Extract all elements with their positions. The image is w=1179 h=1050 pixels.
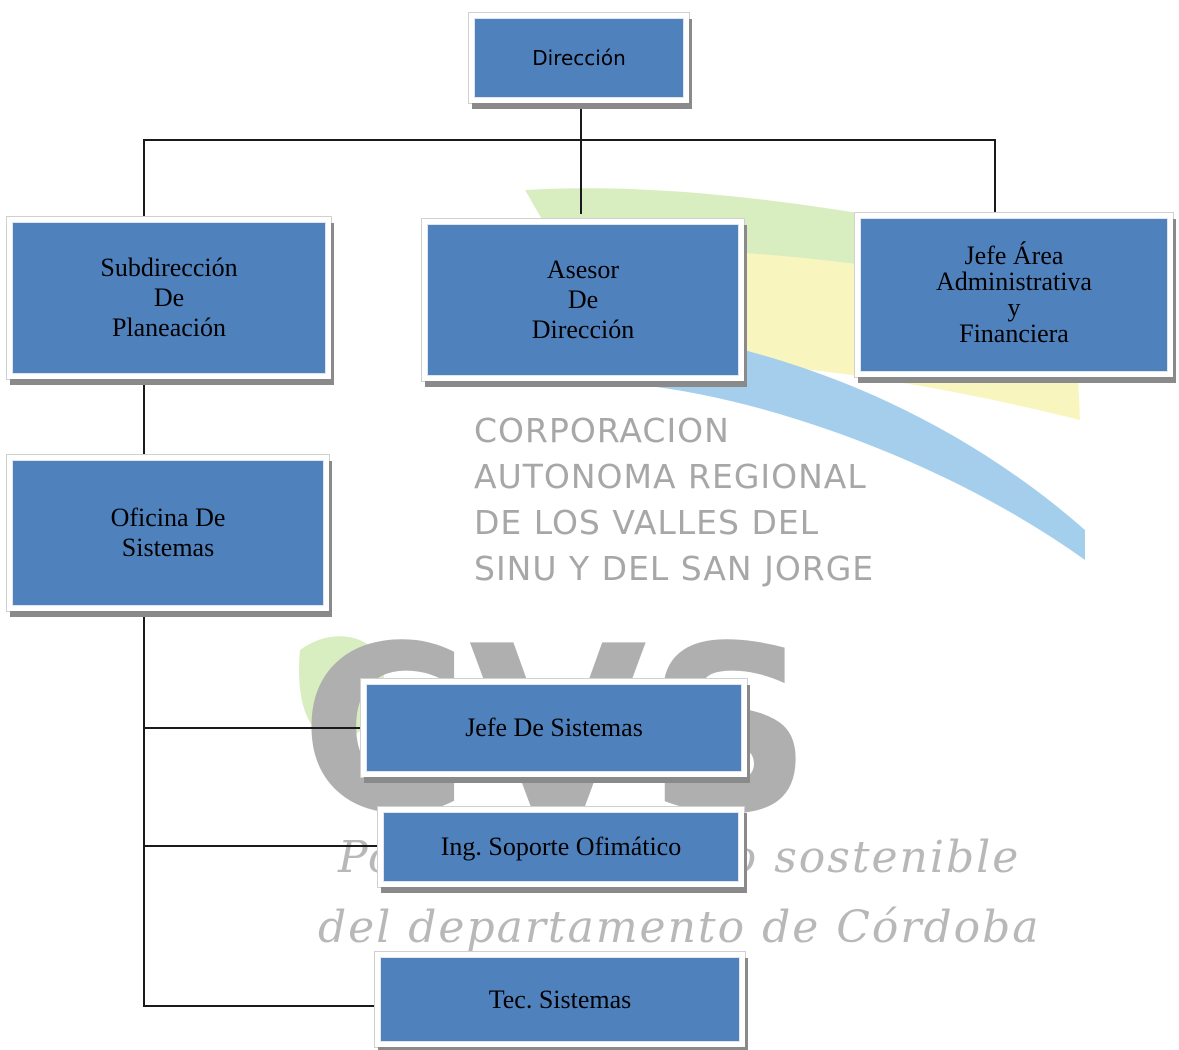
node-jefe-area-label: Jefe Área Administrativa y Financiera	[936, 241, 1092, 348]
connector-to-ing-soporte	[143, 845, 383, 847]
connector-to-tec-sistemas	[143, 1005, 383, 1007]
logo-line-1: CORPORACION	[474, 411, 730, 450]
logo-green-ring	[299, 636, 384, 741]
node-subdireccion-planeacion: Subdirección De Planeación	[12, 222, 326, 374]
connector-top-horizontal	[143, 139, 996, 141]
connector-to-jefe-sistemas	[143, 727, 373, 729]
logo-line-2: AUTONOMA REGIONAL	[474, 457, 867, 496]
node-asesor-direccion: Asesor De Dirección	[427, 224, 739, 376]
node-oficina-sistemas: Oficina De Sistemas	[12, 460, 324, 606]
logo-slogan-line-2: del departamento de Córdoba	[318, 902, 1041, 953]
node-direccion-label: Dirección	[532, 45, 626, 70]
logo-corporation-name: CORPORACION AUTONOMA REGIONAL DE LOS VAL…	[474, 408, 874, 592]
node-tec-sistemas-label: Tec. Sistemas	[488, 984, 632, 1014]
node-jefe-area-administrativa: Jefe Área Administrativa y Financiera	[860, 218, 1168, 372]
connector-planeacion-to-oficina	[143, 380, 145, 460]
logo-line-4: SINU Y DEL SAN JORGE	[474, 549, 875, 588]
node-oficina-label: Oficina De Sistemas	[110, 503, 226, 562]
node-ing-soporte-ofimatico: Ing. Soporte Ofimático	[383, 812, 739, 882]
node-asesor-label: Asesor De Dirección	[531, 255, 635, 344]
connector-top-vertical	[580, 102, 582, 214]
node-ing-soporte-label: Ing. Soporte Ofimático	[440, 832, 682, 862]
node-subdireccion-label: Subdirección De Planeación	[100, 253, 238, 342]
node-jefe-sistemas-label: Jefe De Sistemas	[465, 713, 643, 743]
connector-left-drop	[143, 139, 145, 219]
node-jefe-sistemas: Jefe De Sistemas	[366, 684, 742, 772]
logo-blue-swoosh	[640, 330, 1085, 560]
connector-oficina-trunk	[143, 612, 145, 1007]
logo-line-3: DE LOS VALLES DEL	[474, 503, 820, 542]
connector-right-drop	[994, 139, 996, 217]
node-tec-sistemas: Tec. Sistemas	[380, 957, 740, 1042]
node-direccion: Dirección	[474, 18, 684, 98]
